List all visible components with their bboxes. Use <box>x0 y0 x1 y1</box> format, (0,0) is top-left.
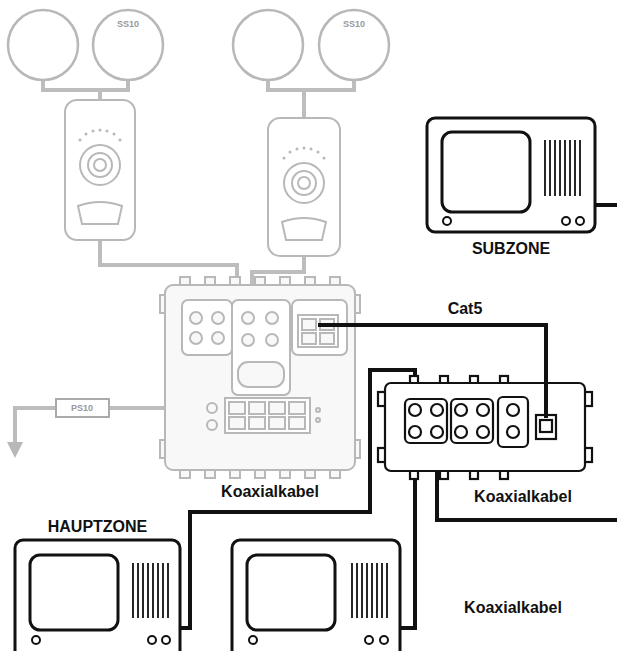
speaker-label: SS10 <box>117 19 139 29</box>
cable-label: Koaxialkabel <box>221 483 319 501</box>
hub-unit <box>160 277 360 478</box>
speaker-label: SS10 <box>343 19 365 29</box>
power-supply-box: PS10 <box>55 398 110 418</box>
speaker-pair <box>8 10 389 80</box>
zone-label: SUBZONE <box>472 240 550 258</box>
tv-zone: HAUPTZONE <box>15 540 180 651</box>
cat5-wire <box>318 325 546 418</box>
zone-module <box>378 376 592 479</box>
cable-label: Koaxialkabel <box>474 488 572 506</box>
cable-label: Koaxialkabel <box>464 599 562 617</box>
box-label: PS10 <box>71 403 93 413</box>
tv-zone: SUBZONE <box>427 118 595 232</box>
cable-label: Cat5 <box>448 300 483 318</box>
zone-label: HAUPTZONE <box>48 518 148 536</box>
television <box>15 118 595 651</box>
keypad <box>65 100 340 256</box>
